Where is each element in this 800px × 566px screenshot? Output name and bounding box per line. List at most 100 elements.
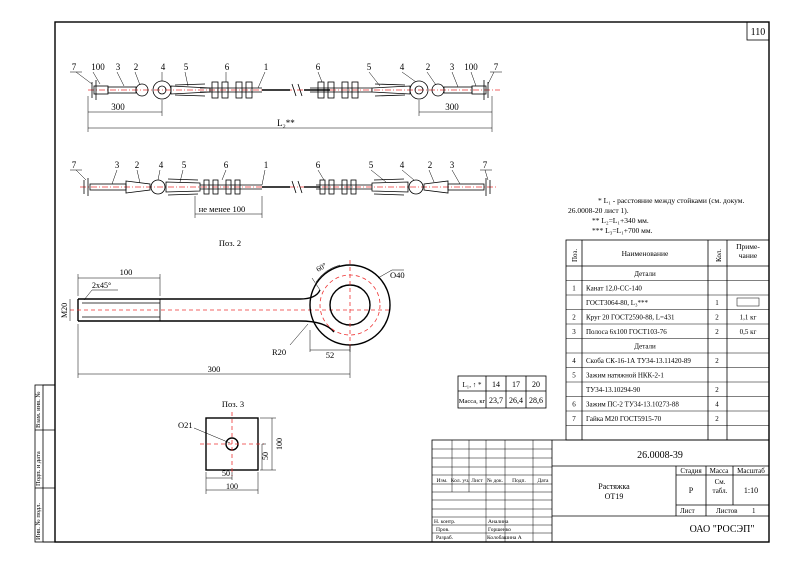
tb-title-2: ОТ19 [605,492,624,501]
spec-row-pos: 3 [572,328,576,336]
tb-sheet-label: Лист [680,507,695,515]
spec-row-qty: 4 [715,401,719,409]
v1-callout-6-right: 6 [316,62,321,72]
v2-callout-1-left: 1 [264,160,269,170]
spec-col-qty: Кол. [715,249,723,262]
tb-stage-label: Стадия [680,467,702,475]
spec-row-qty: 2 [715,314,719,322]
note-line-3: ** L₂=L₁+340 мм. [592,216,649,225]
mass-header-14: 14 [492,380,500,389]
stamp-inv-podl: Инв. № подл. [35,503,42,540]
sheet-number: 110 [751,27,766,38]
v2-callout-7-left: 7 [72,160,77,170]
tb-mass-value: См. табл. [712,478,728,495]
mass-value-17: 26,4 [509,396,523,405]
mass-table: L₁, ↑ * 14 17 20 Масса, кг 23,7 26,4 28,… [457,375,547,409]
v1-callout-100-right: 100 [464,62,478,72]
tb-doc-code: 26.0008-39 [637,450,683,461]
v1-callout-4-right: 4 [400,62,405,72]
pos2-dim-300: 300 [208,364,221,374]
pos2-radius-outer: O40 [390,270,405,280]
pos3-dim-50v: 50 [261,452,270,460]
tb-name-3: Колобашина А [487,534,522,541]
v2-callout-2-right: 2 [428,160,433,170]
v1-dim-300-right: 300 [445,102,459,112]
spec-row-pos: 2 [572,314,576,322]
v2-callout-5-left: 5 [182,160,187,170]
v2-callout-4-left: 4 [159,160,164,170]
v1-callout-7-right: 7 [494,62,499,72]
spec-row-name: Зажим ПС-2 ТУ34-13.10273-88 [586,401,679,409]
v1-callout-3-left: 3 [116,62,121,72]
spec-row-pos: 5 [572,372,576,380]
spec-row-name: Круг 20 ГОСТ2590-88, L=431 [586,314,675,322]
spec-row-pos: 1 [572,285,576,293]
spec-section-header: Детали [634,270,656,278]
tb-col-list: Лист [471,478,483,484]
v1-callout-1-left: 1 [264,62,269,72]
tb-scale-label: Масштаб [737,467,765,475]
view-1-assembly: 7 100 3 2 4 5 6 1 6 5 4 2 3 100 7 300 3 [70,62,502,132]
pos3-dim-100h: 100 [226,482,238,491]
v2-callout-2-left: 2 [135,160,140,170]
tb-col-data: Дата [538,478,550,484]
pos2-thread: M20 [60,303,69,318]
spec-row-pos: 6 [572,401,576,409]
tb-sheets-label: Листов [716,507,738,515]
mass-header-17: 17 [512,380,520,389]
v1-callout-2-left: 2 [134,62,139,72]
v1-dim-total: L₂** [277,118,295,128]
mass-value-14: 23,7 [489,396,503,405]
tb-mass-label: Масса [710,467,730,475]
pos2-chamfer: 2x45° [92,281,111,290]
notes: * L₁ - расстояние между стойками (см. до… [568,196,745,235]
side-stamp: Инв. № подл. Подп. и дата Взам. инв. № [34,384,56,543]
mass-value-20: 28,6 [529,396,543,405]
title-block: Изм. Кол. уч. Лист № док. Подп. Дата Н. … [431,439,770,543]
v1-callout-100-left: 100 [91,62,105,72]
pos2-dim-100: 100 [120,267,133,277]
view-2-assembly: 7 3 2 4 5 6 1 6 5 4 2 3 7 не менее 100 [70,160,498,218]
pos-2-detail: Поз. 2 60° O40 R20 52 100 [60,238,405,378]
tb-name-1: Аналина [488,519,509,525]
pos3-dim-100v: 100 [275,438,284,450]
spec-row-qty: 2 [715,386,719,394]
v2-callout-6-left: 6 [224,160,229,170]
v2-callout-4-right: 4 [400,160,405,170]
tb-name-2: Горшенко [488,527,511,533]
v1-callout-4-left: 4 [161,62,166,72]
tb-org: ОАО "РОСЭП" [690,524,755,535]
spec-row-name: ТУ34-13.10294-90 [586,386,641,394]
stamp-vzam-inv: Взам. инв. № [35,391,42,428]
pos3-dim-50h: 50 [222,469,230,478]
v2-dim-min: не менее 100 [199,204,246,214]
mass-header-20: 20 [532,380,540,389]
pos2-dim-52: 52 [326,350,335,360]
v1-callout-6-left: 6 [225,62,230,72]
stamp-podp-data: Подп. и дата [35,451,42,486]
v1-callout-5-right: 5 [367,62,372,72]
tb-stage-value: Р [689,486,694,495]
v2-callout-5-right: 5 [369,160,374,170]
spec-row-name: ГОСТ3064-80, L₃*** [586,299,649,307]
note-line-1: * L₁ - расстояние между стойками (см. до… [598,196,745,205]
spec-row-name: Скоба СК-16-1А ТУ34-13.11420-89 [586,357,691,365]
tb-sheets-value: 1 [752,507,756,515]
v1-callout-3-right: 3 [450,62,455,72]
v1-callout-5-left: 5 [184,62,189,72]
spec-row-qty: 1 [715,299,719,307]
mass-header-label: L₁, ↑ * [463,381,482,389]
pos-3-detail: Поз. 3 O21 100 50 50 100 [178,399,284,494]
spec-row-qty: 2 [715,328,719,336]
mass-row-label: Масса, кг [459,398,486,405]
tb-role-1: Н. контр. [434,519,456,525]
sheet-number-box [746,21,770,41]
v2-callout-3-left: 3 [115,160,120,170]
v1-callout-2-right: 2 [426,62,431,72]
tb-col-izm: Изм. [437,478,449,484]
v1-dim-300-left: 300 [111,102,125,112]
spec-row-note: 0,5 кг [740,328,757,336]
spec-row-qty: 2 [715,415,719,423]
spec-section-header: Детали [634,343,656,351]
pos3-hole: O21 [178,420,193,430]
